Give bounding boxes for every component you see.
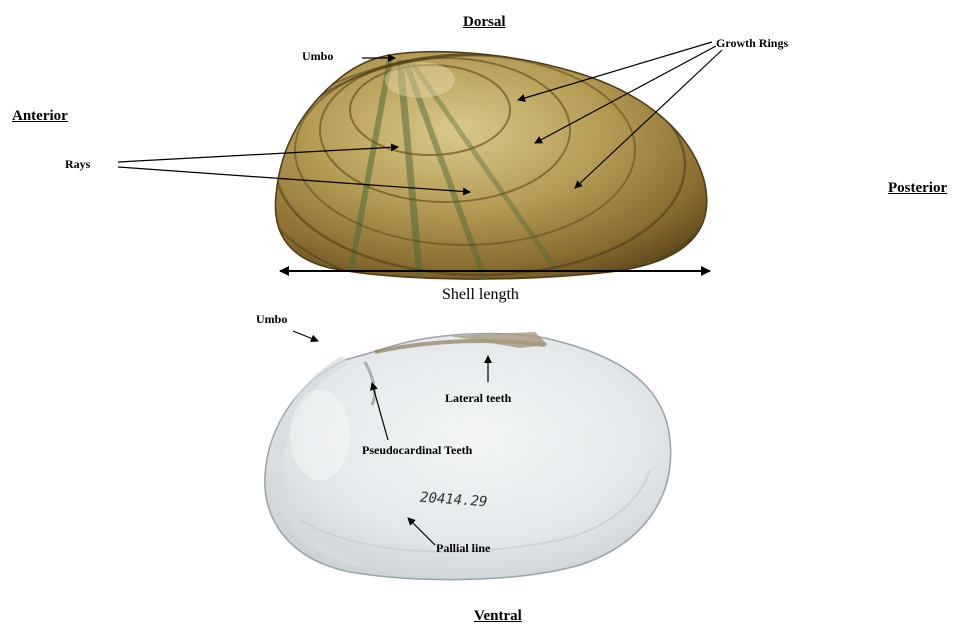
ventral-label: Ventral: [474, 608, 522, 625]
umbo-bottom-label: Umbo: [256, 312, 287, 327]
pallial-line-label: Pallial line: [436, 541, 490, 556]
lateral-teeth-label: Lateral teeth: [445, 391, 511, 406]
dorsal-label: Dorsal: [463, 14, 506, 31]
outer-shell: [255, 52, 725, 297]
anterior-label: Anterior: [12, 108, 68, 125]
umbo-bottom-arrow: [293, 331, 318, 341]
rays-label: Rays: [65, 157, 90, 172]
growth-rings-label: Growth Rings: [716, 36, 788, 51]
posterior-label: Posterior: [888, 180, 947, 197]
pseudocardinal-teeth-label: Pseudocardinal Teeth: [362, 443, 472, 458]
shell-length-label: Shell length: [442, 286, 519, 304]
umbo-top-label: Umbo: [302, 49, 333, 64]
